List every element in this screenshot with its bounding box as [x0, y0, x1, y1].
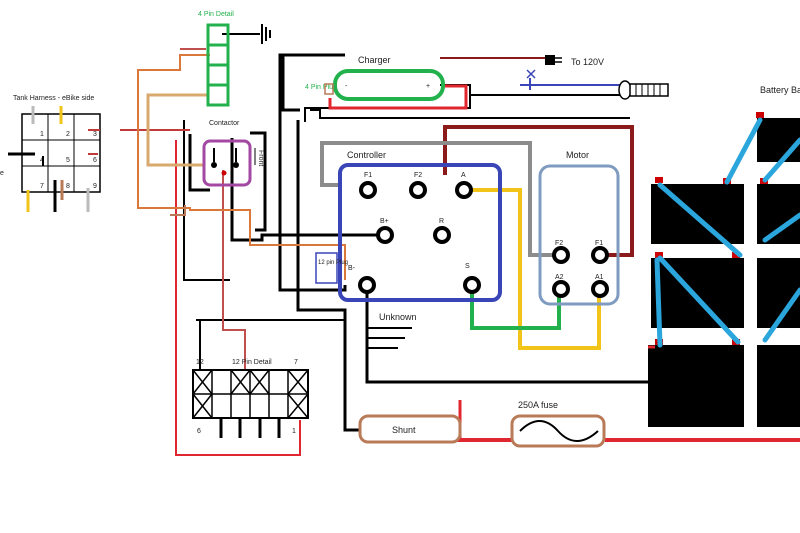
tank-harness: 1 2 3 4 5 6 7 8 9: [8, 106, 101, 212]
four-pin-plug-label: 4 Pin Plug: [305, 84, 337, 91]
fuse-label: 250A fuse: [518, 400, 558, 410]
motor-terminal: [552, 246, 570, 264]
four-pin-detail: 4 Pin Detail: [198, 11, 234, 107]
controller-terminal: [433, 226, 451, 244]
fuse-wave-icon: [519, 420, 599, 442]
wire-black: [310, 109, 630, 119]
motor-label: Motor: [566, 150, 589, 160]
twelve-pin-detail-label: 12 Pin Detail: [232, 359, 272, 366]
controller-terminal: [455, 181, 473, 199]
wire-black: [188, 134, 210, 192]
controller-terminal-label: S: [465, 263, 470, 270]
charger-label: Charger: [358, 55, 391, 65]
controller-terminal-label: F1: [364, 172, 372, 179]
tank-harness-label: Tank Harness - eBike side: [13, 95, 94, 102]
switch-x-icon: [526, 69, 536, 79]
motor-terminal-label: A1: [595, 274, 604, 281]
harness-pin: 1: [40, 131, 44, 138]
motor: Motor F2 F1 A2 A1: [538, 150, 620, 306]
wire-green: [470, 290, 561, 330]
wire-gray: [320, 141, 560, 257]
motor-terminal: [591, 246, 609, 264]
wire-black: [365, 284, 648, 384]
battery-cell: [757, 345, 800, 427]
charger-plus-label: +: [426, 83, 430, 90]
twelve-pin-number: 12: [196, 359, 204, 366]
harness-pin: 9: [93, 183, 97, 190]
motor-terminal: [552, 280, 570, 298]
twelve-pin-plug-label: 12 pin Plug: [318, 260, 348, 266]
controller-terminal: [358, 276, 376, 294]
unknown-component: Unknown: [367, 312, 417, 349]
contactor: Contactor Front: [202, 120, 264, 187]
controller-terminal: [359, 181, 377, 199]
battery-cell: [757, 258, 800, 328]
harness-pin: 6: [93, 157, 97, 164]
wire-red: [175, 140, 301, 456]
wire-red: [222, 170, 246, 370]
controller-terminal: [376, 226, 394, 244]
charger-minus-label: -: [345, 83, 348, 90]
harness-pin: 2: [66, 131, 70, 138]
controller-terminal-label: A: [461, 172, 466, 179]
twelve-pin-detail: 12 Pin Detail 12 7 6 1: [192, 359, 309, 438]
four-pin-detail-label: 4 Pin Detail: [198, 11, 234, 18]
controller-label: Controller: [347, 150, 386, 160]
battery-cell: [651, 258, 744, 328]
wire-black: [281, 55, 300, 112]
twelve-pin-number: 6: [197, 428, 201, 435]
battery-cell: [757, 184, 800, 244]
battery-bank-label: Battery Ba: [760, 85, 800, 95]
harness-pin: 7: [40, 183, 44, 190]
battery-cell: [648, 345, 744, 427]
wire-black: [183, 120, 230, 281]
shunt-label: Shunt: [392, 425, 416, 435]
ground-icon: [261, 24, 271, 44]
wire-orange: [137, 54, 346, 280]
wire-black: [250, 131, 267, 232]
controller-terminal-label: R: [439, 218, 444, 225]
shunt: Shunt: [358, 414, 462, 444]
battery-bank: [648, 112, 800, 427]
motor-terminal-label: A2: [555, 274, 564, 281]
wire-black: [230, 138, 385, 242]
edge-fragment-label: e: [0, 170, 4, 177]
wire-black: [296, 120, 360, 432]
front-label: Front: [257, 150, 264, 166]
harness-pin: 5: [66, 157, 70, 164]
plug-connector-icon: [618, 80, 669, 100]
motor-terminal: [591, 280, 609, 298]
wire-black: [278, 53, 345, 118]
wire-red: [328, 84, 468, 110]
controller-terminal-label: B-: [348, 265, 356, 272]
motor-terminal-label: F2: [555, 240, 563, 247]
controller-terminal-label: F2: [414, 172, 422, 179]
fuse: 250A fuse: [510, 400, 606, 448]
wire-black: [278, 118, 347, 292]
wires: [120, 33, 800, 456]
harness-pin: 3: [93, 131, 97, 138]
controller-terminal-label: B+: [380, 218, 389, 225]
contactor-label: Contactor: [209, 120, 240, 127]
harness-pin: 8: [66, 183, 70, 190]
controller-terminal: [463, 276, 481, 294]
power-plug-icon: [545, 55, 562, 65]
twelve-pin-number: 1: [292, 428, 296, 435]
wire-black: [196, 319, 346, 345]
twelve-pin-plug: 12 pin Plug: [315, 252, 348, 284]
to-120v-label: To 120V: [571, 57, 604, 67]
wire-tan: [146, 93, 208, 167]
unknown-label: Unknown: [379, 312, 417, 322]
controller-terminal: [409, 181, 427, 199]
wire-brown: [170, 205, 186, 216]
controller: Controller F1 F2 A B+ R B- S: [338, 150, 502, 302]
battery-cell: [651, 184, 744, 244]
motor-terminal-label: F1: [595, 240, 603, 247]
battery-cell: [757, 118, 800, 162]
twelve-pin-number: 7: [294, 359, 298, 366]
charger: Charger - + 4 Pin Plug: [305, 55, 445, 101]
